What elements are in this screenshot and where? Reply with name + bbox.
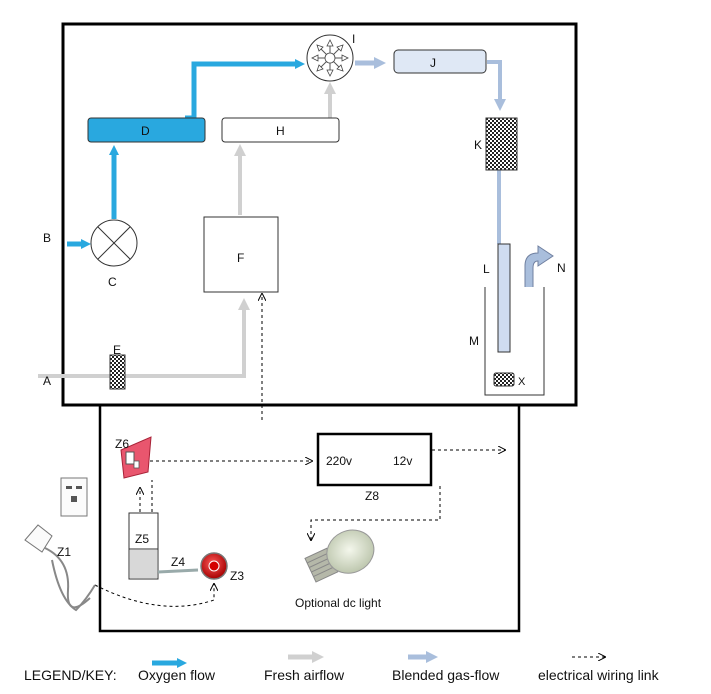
- label-e: E: [113, 343, 121, 357]
- label-d: D: [141, 124, 150, 138]
- legend: LEGEND/KEY: Oxygen flow Fresh airflow Bl…: [24, 651, 660, 683]
- fresh-airflow-lines: [38, 82, 336, 378]
- label-b: B: [43, 231, 51, 245]
- component-z1-plug-socket: [24, 477, 96, 612]
- component-d-box: [87, 117, 206, 143]
- component-c-valve: [90, 219, 138, 267]
- component-i-mixer: [306, 34, 354, 82]
- label-z5: Z5: [135, 532, 149, 546]
- component-m-vessel: [484, 243, 545, 396]
- component-z4-connector: [157, 568, 199, 574]
- transformer-input: 220v: [326, 454, 352, 468]
- component-j-box: [393, 49, 487, 74]
- optional-dc-light-label: Optional dc light: [295, 596, 382, 610]
- label-z6: Z6: [115, 437, 129, 451]
- legend-oxygen-label: Oxygen flow: [138, 667, 216, 683]
- electrical-enclosure: [98, 403, 521, 633]
- transformer-output: 12v: [393, 454, 412, 468]
- label-i: I: [352, 32, 355, 46]
- label-z1: Z1: [57, 545, 71, 559]
- legend-prefix: LEGEND/KEY:: [24, 667, 117, 683]
- label-k: K: [474, 138, 482, 152]
- label-z4: Z4: [171, 555, 185, 569]
- component-z3-indicator: [200, 552, 228, 580]
- legend-wiring-label: electrical wiring link: [538, 667, 660, 683]
- label-h: H: [276, 124, 285, 138]
- blended-flow-lines: [355, 57, 510, 368]
- label-x: X: [518, 376, 526, 388]
- label-j: J: [430, 56, 436, 70]
- legend-blended-label: Blended gas-flow: [392, 667, 500, 683]
- component-h-box: [221, 117, 340, 143]
- component-z5: [128, 512, 159, 580]
- label-m: M: [469, 334, 479, 348]
- label-n: N: [557, 261, 566, 275]
- label-z3: Z3: [230, 569, 244, 583]
- component-e-filter: [109, 354, 126, 390]
- label-z8: Z8: [365, 489, 379, 503]
- label-f: F: [237, 251, 244, 265]
- component-f-box: [203, 216, 279, 293]
- label-c: C: [108, 275, 117, 289]
- label-a: A: [43, 374, 51, 388]
- label-l: L: [483, 262, 490, 276]
- component-x-diffuser: [493, 372, 515, 387]
- component-z6-switch: [120, 436, 152, 479]
- component-z8-transformer: [316, 432, 433, 487]
- component-n-outlet-arrow: [524, 245, 554, 293]
- component-k-filter: [485, 117, 518, 171]
- optional-dc-light-bulb: [304, 529, 375, 583]
- legend-fresh-label: Fresh airflow: [264, 667, 345, 683]
- wiring-lines: [94, 294, 505, 607]
